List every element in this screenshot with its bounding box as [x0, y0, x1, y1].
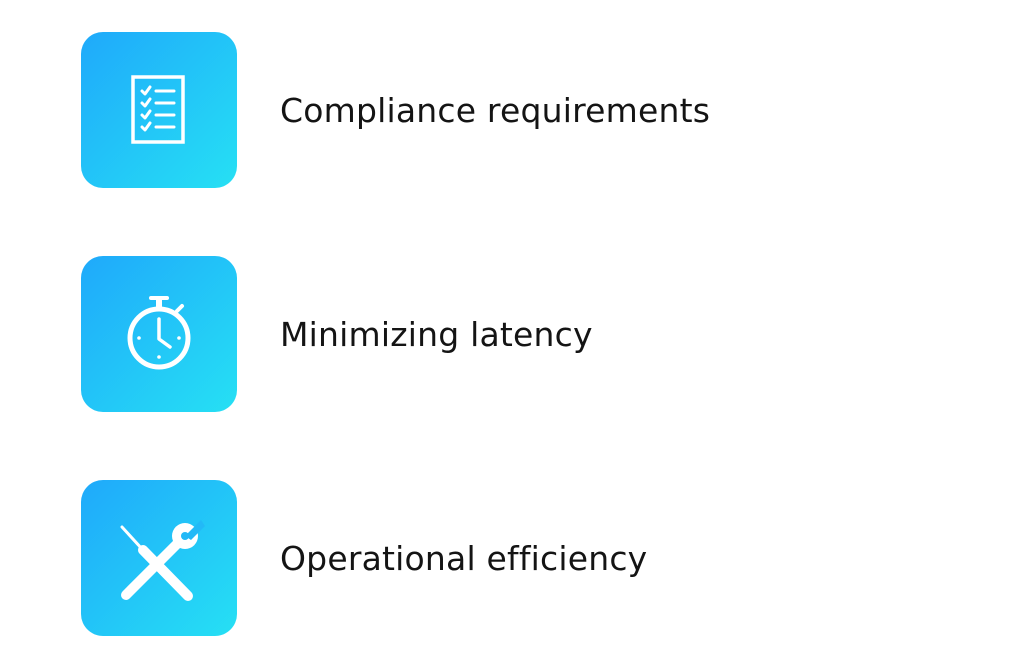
feature-item-compliance: Compliance requirements — [81, 32, 981, 188]
feature-icon-tile — [81, 256, 237, 412]
feature-icon-tile — [81, 32, 237, 188]
checklist-icon — [81, 32, 237, 188]
tools-icon — [81, 480, 237, 636]
feature-label: Operational efficiency — [280, 538, 648, 578]
feature-item-latency: Minimizing latency — [81, 256, 981, 412]
feature-list: Compliance requirements Minimizing l — [81, 32, 981, 636]
feature-icon-tile — [81, 480, 237, 636]
stopwatch-icon — [81, 256, 237, 412]
feature-item-efficiency: Operational efficiency — [81, 480, 981, 636]
feature-label: Compliance requirements — [280, 90, 711, 130]
feature-label: Minimizing latency — [280, 314, 593, 354]
